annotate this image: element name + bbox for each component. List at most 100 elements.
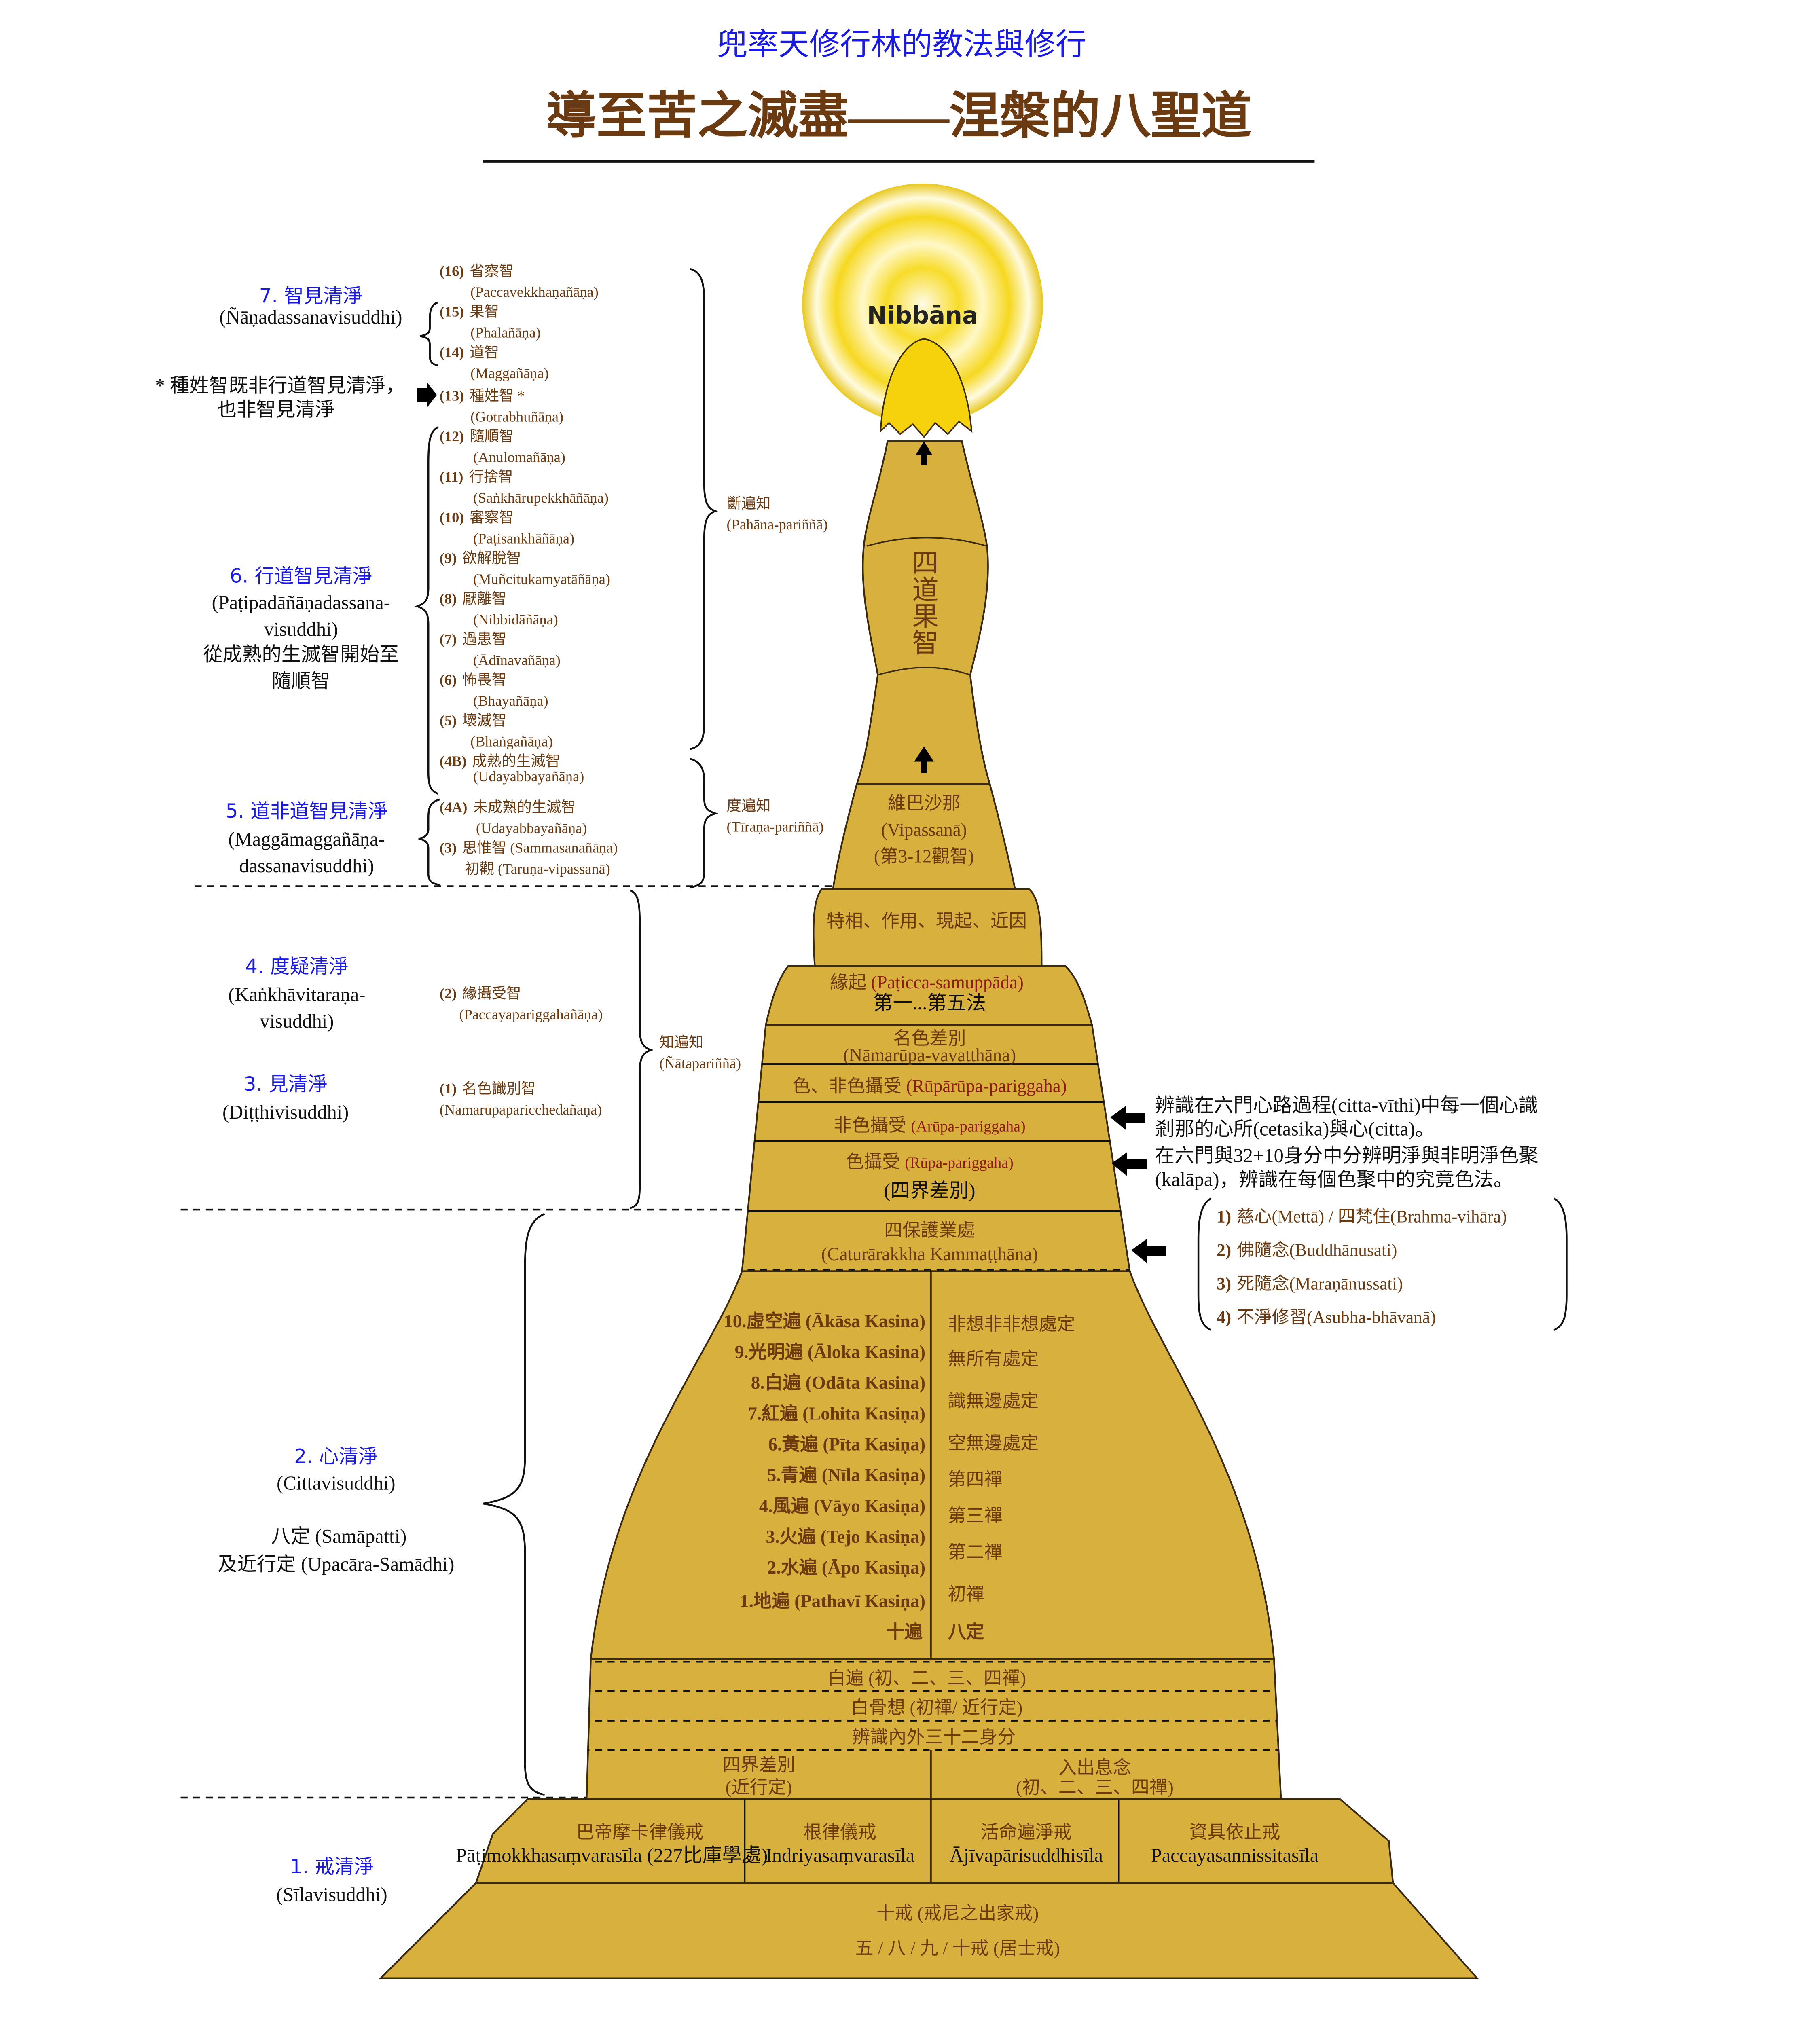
paticca-note: 第一...第五法 <box>873 992 986 1014</box>
jhana-item: 初禪 <box>948 1584 984 1604</box>
jhanas-label: 八定 <box>948 1622 984 1642</box>
sila-base-tier <box>379 1882 1479 1979</box>
stage6-title: 6. 行道智見清淨 <box>230 565 372 587</box>
knowledge-pali: (Maggañāṇa) <box>470 365 549 381</box>
knowledge-number: (3) <box>440 840 457 856</box>
knowledge-pali: (Saṅkhārupekkhāñāṇa) <box>473 490 609 506</box>
vipassana-zh: 維巴沙那 <box>888 793 961 813</box>
item-text: 慈心(Mettā) / 四梵住(Brahma-vihāra) <box>1237 1207 1507 1226</box>
stage4-pali1: (Kaṅkhāvitaraṇa- <box>228 984 365 1005</box>
note-line2: 也非智見清淨 <box>217 399 335 420</box>
knowledge-item: (6) 怖畏智 <box>440 672 506 688</box>
knowledge-item: (13)種姓智 * <box>440 387 525 404</box>
pahana-pali: (Pahāna-pariññā) <box>727 516 828 533</box>
knowledge-number: (2) <box>440 985 457 1001</box>
knowledge-number: (7) <box>440 631 457 647</box>
stage3-title: 3. 見清淨 <box>244 1073 328 1096</box>
stage3-pali: (Diṭṭhivisuddhi) <box>222 1102 349 1123</box>
svg-text:非色攝受 (Arūpa-pariggaha): 非色攝受 (Arūpa-pariggaha) <box>834 1115 1025 1135</box>
knowledge-number: (9) <box>440 550 457 566</box>
stage2-title: 2. 心清淨 <box>294 1445 378 1468</box>
knowledge-item: (1)名色識別智 <box>440 1081 536 1097</box>
knowledge-pali: (Udayabbayañāṇa) <box>476 820 587 836</box>
tirana-pali: (Tīraṇa-pariññā) <box>727 819 824 835</box>
knowledge-zh: 過患智 <box>462 631 506 647</box>
knowledge-pali: (Paccavekkhaṇañāṇa) <box>470 284 599 300</box>
sila-zh: 巴帝摩卡律儀戒 <box>576 1822 703 1842</box>
stage4-pali2: visuddhi) <box>260 1011 334 1032</box>
knowledge-item: (14)道智 <box>440 344 499 360</box>
stage2-zh1: 八定 (Samāpatti) <box>271 1526 406 1547</box>
crown-dome <box>880 338 973 438</box>
characteristics-label: 特相、作用、現起、近因 <box>827 911 1027 931</box>
stage1-pali: (Sīlavisuddhi) <box>276 1884 387 1906</box>
knowledge-zh: 成熟的生滅智 <box>472 753 560 769</box>
knowledge-number: (1) <box>440 1081 457 1097</box>
protective-zh: 四保護業處 <box>884 1220 975 1240</box>
base-line2: 五 / 八 / 九 / 十戒 (居士戒) <box>855 1938 1060 1959</box>
sila-pali: Ājīvapārisuddhisīla <box>950 1845 1103 1866</box>
protection-list: 1)慈心(Mettā) / 四梵住(Brahma-vihāra)2)佛隨念(Bu… <box>1217 1207 1507 1327</box>
braces <box>414 268 718 1796</box>
protective-pali: (Caturārakkha Kammaṭṭhāna) <box>821 1244 1038 1264</box>
knowledge-item: (9) 欲解脫智 <box>440 550 521 566</box>
samadhi-bell <box>590 1270 1275 1660</box>
kasina-item: 8.白遍 (Odāta Kasina) <box>751 1373 925 1393</box>
knowledge-zh: 怖畏智 <box>462 672 506 688</box>
item-text: 佛隨念(Buddhānusati) <box>1237 1240 1397 1260</box>
item-text: 不淨修習(Asubha-bhāvanā) <box>1237 1308 1436 1327</box>
sila-zh: 活命遍淨戒 <box>981 1822 1072 1842</box>
jhana-item: 第二禪 <box>948 1542 1002 1562</box>
knowledge-zh: 欲解脫智 <box>462 550 521 566</box>
vipassana-note: (第3-12觀智) <box>874 846 974 867</box>
namarupa-zh: 名色差別 <box>893 1028 966 1049</box>
nata-pali: (Ñātapariññā) <box>659 1055 741 1072</box>
knowledge-number: (5) <box>440 712 457 728</box>
knowledge-pali: (Anulomañāṇa) <box>473 449 565 465</box>
arupa-zh: 非色攝受 <box>834 1115 906 1135</box>
item-text: 死隨念(Maraṇānussati) <box>1237 1274 1403 1293</box>
knowledge-pali: (Nibbidāñāṇa) <box>473 611 558 628</box>
knowledge-number: (13) <box>440 387 464 404</box>
four-elements-note: (近行定) <box>726 1777 792 1798</box>
stage5-title: 5. 道非道智見清淨 <box>226 800 388 823</box>
knowledge-pali: (Ādīnavañāṇa) <box>473 652 561 668</box>
knowledge-item: (7) 過患智 <box>440 631 506 647</box>
arupa-pali: (Arūpa-pariggaha) <box>911 1118 1025 1135</box>
kasina-list: 10.虛空遍 (Ākāsa Kasina)9.光明遍 (Āloka Kasina… <box>724 1311 925 1611</box>
jhana-item: 無所有處定 <box>948 1349 1039 1369</box>
nata-zh: 知遍知 <box>659 1034 703 1051</box>
knowledge-pali: (Udayabbayañāṇa) <box>473 768 584 785</box>
jhana-item: 空無邊處定 <box>948 1433 1039 1453</box>
four-elements-zh: 四界差別 <box>722 1755 795 1775</box>
anapana-zh: 入出息念 <box>1058 1758 1131 1778</box>
stupa-labels: 維巴沙那 (Vipassanā) (第3-12觀智) 特相、作用、現起、近因 緣… <box>456 793 1318 1959</box>
stage4-title: 4. 度疑清淨 <box>245 955 348 978</box>
vipassana-pali: (Vipassanā) <box>881 820 967 840</box>
knowledge-zh: 緣攝受智 <box>462 985 521 1001</box>
kasina-item: 5.青遍 (Nīla Kasiṇa) <box>767 1465 925 1485</box>
tirana-zh: 度遍知 <box>727 798 771 814</box>
sila-pali: Paccayasannissitasīla <box>1151 1845 1318 1866</box>
knowledge-item: (8) 厭離智 <box>440 590 506 607</box>
jhana-item: 非想非非想處定 <box>948 1314 1075 1334</box>
knowledge-pali: (Muñcitukamyatāñāṇa) <box>473 571 610 587</box>
knowledge-pali: (Nāmarūpaparicchedañāṇa) <box>440 1102 602 1118</box>
knowledge-item: (4A)未成熟的生滅智 <box>440 799 576 815</box>
knowledge-number: (8) <box>440 590 457 607</box>
sila-pali: Indriyasaṃvarasīla <box>766 1845 915 1866</box>
knowledge-number: (11) <box>440 469 463 485</box>
knowledge-number: (6) <box>440 672 457 688</box>
knowledge-zh: 壞滅智 <box>462 712 506 728</box>
nibbana-halo <box>802 183 1043 425</box>
kasina-item: 4.風遍 (Vāyo Kasiṇa) <box>759 1496 925 1516</box>
ruparupa-pali: (Rūpārūpa-pariggaha) <box>906 1076 1067 1096</box>
rupa-note-line1: 在六門與32+10身分中分辨明淨與非明淨色聚 <box>1155 1145 1539 1166</box>
knowledge-number: (15) <box>440 304 464 320</box>
stage2-pali: (Cittavisuddhi) <box>277 1472 395 1494</box>
protective-meditation-item: 4) 不淨修習(Asubha-bhāvanā) <box>1217 1308 1436 1327</box>
arupa-note-line1: 辨識在六門心路過程(citta-vīthi)中每一個心識 <box>1155 1095 1538 1116</box>
knowledge-zh: 厭離智 <box>462 590 506 607</box>
item-number: 4) <box>1217 1308 1231 1327</box>
